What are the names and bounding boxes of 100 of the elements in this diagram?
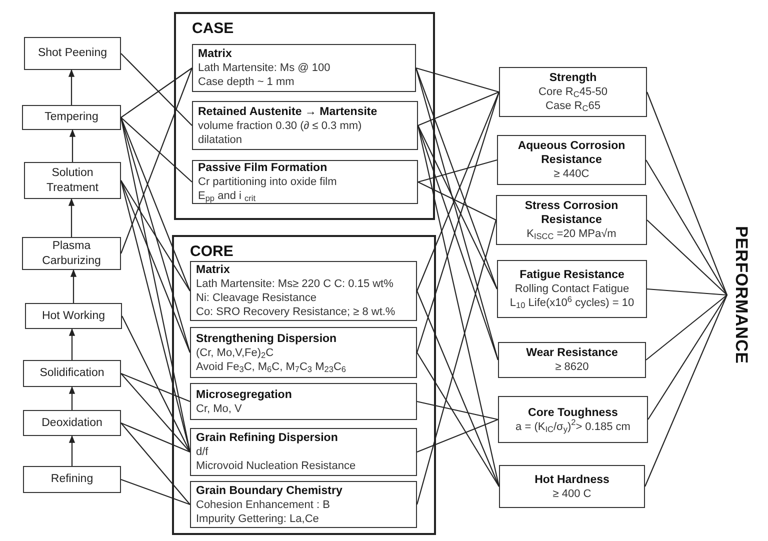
connector-line [418, 92, 500, 126]
connector-line [646, 92, 728, 296]
connector-line [644, 294, 728, 487]
box-text: Tempering [44, 110, 98, 125]
process-box [497, 260, 647, 318]
box-text: Solution Treatment [46, 166, 100, 196]
box-heading: Wear Resistance [526, 346, 618, 360]
process-box [23, 466, 121, 493]
connector-line [120, 422, 190, 505]
connector-line [120, 117, 191, 452]
connector-line [120, 180, 191, 452]
connector-line [646, 288, 728, 296]
box-heading: Stress Corrosion Resistance [524, 199, 620, 227]
box-heading: Aqueous Corrosion Resistance [516, 139, 626, 167]
box-text: a = (K$_{IC}$/σ$_{y}$)$^{2}$> 0.185 cm [516, 420, 630, 434]
connector-line [120, 373, 190, 402]
box-text: Core R$_{C}$45-50 [538, 85, 608, 99]
connector-line [120, 68, 193, 254]
box-heading: Core Toughness [528, 406, 618, 419]
box-text: Hot Working [42, 308, 106, 324]
box-text: Deoxidation [42, 416, 102, 430]
box-text: L$_{10}$ Life(x10$^{6}$ cycles) = 10 [510, 296, 634, 310]
box-text: Refining [50, 472, 94, 487]
box-heading: Matrix [196, 263, 231, 277]
connector-line [418, 125, 498, 290]
process-box [497, 135, 646, 185]
group-frame [172, 235, 436, 535]
connector-line [120, 373, 190, 452]
process-box [22, 105, 121, 130]
box-text: volume fraction 0.30 (∂ ≤ 0.3 mm) [198, 118, 363, 132]
box-text: Case R$_{C}$65 [546, 99, 600, 113]
box-text: Lath Martensite: Ms @ 100 [198, 61, 332, 75]
connector-line [416, 400, 498, 420]
box-text: (Cr, Mo,V,Fe)$_{2}$C [196, 346, 275, 360]
box-text: ≥ 440C [554, 167, 590, 181]
process-box [190, 383, 417, 420]
box-heading: Matrix [198, 47, 233, 61]
connector-line [120, 180, 191, 353]
process-box [192, 44, 416, 92]
group-frame [174, 12, 435, 220]
box-text: dilatation [198, 132, 244, 146]
box-text: Plasma Carburizing [41, 238, 102, 268]
process-box [190, 428, 417, 476]
box-heading: Hot Hardness [534, 472, 610, 486]
process-box [23, 410, 121, 436]
process-box [192, 101, 418, 150]
arrow [69, 129, 76, 162]
process-box [24, 37, 121, 70]
group-heading: CORE [190, 242, 234, 262]
box-text: E$_{pp}$ and i $_{crit}$ [198, 189, 256, 203]
connector-line [416, 290, 500, 487]
arrow [70, 269, 77, 303]
arrow [68, 198, 75, 237]
process-box [499, 67, 647, 117]
box-heading: Retained Austenite → Martensite [198, 104, 378, 118]
connector-line [416, 352, 500, 487]
box-text: Cr partitioning into oxide film [198, 175, 338, 189]
box-text: Lath Martensite: Ms≥ 220 C C: 0.15 wt% [196, 277, 394, 291]
process-box [498, 342, 646, 378]
connector-line [120, 53, 192, 126]
process-box [190, 261, 417, 321]
box-text: d/f [196, 445, 210, 459]
box-heading: Microsegregation [196, 388, 293, 402]
connector-line [417, 125, 500, 487]
box-text: Solidification [40, 366, 104, 381]
process-box [499, 465, 645, 508]
box-text: Cr, Mo, V [196, 402, 243, 416]
connector-line [646, 220, 728, 296]
process-box [25, 303, 122, 329]
box-text: Rolling Contact Fatigue [514, 282, 630, 296]
box-text: Shot Peening [38, 46, 108, 61]
arrow [68, 328, 76, 360]
box-heading: Passive Film Formation [198, 161, 328, 175]
connector-line [646, 160, 728, 296]
process-box [498, 396, 648, 443]
arrow [68, 69, 75, 105]
connector-line [416, 418, 498, 453]
group-heading: CASE [192, 19, 234, 39]
box-heading: Strengthening Dispersion [196, 332, 338, 346]
process-box [496, 195, 647, 245]
arrow [68, 435, 76, 466]
connector-line [648, 294, 728, 420]
process-box [22, 237, 121, 270]
process-box [192, 160, 418, 204]
connector-line [418, 159, 498, 183]
connector-line [646, 294, 728, 360]
connector-line [120, 478, 190, 506]
box-text: Ni: Cleavage Resistance [196, 291, 318, 305]
connector-line [416, 220, 497, 505]
connector-line [418, 182, 496, 220]
box-heading: Grain Boundary Chemistry [196, 484, 344, 498]
connector-line [120, 422, 190, 452]
connector-line [120, 68, 192, 118]
performance-label: PERFORMANCE [730, 226, 752, 364]
box-text: ≥ 8620 [555, 360, 589, 374]
connector-line [417, 125, 499, 360]
connector-line [120, 117, 192, 182]
connector-line [120, 180, 190, 292]
process-box [23, 360, 121, 387]
box-text: Avoid Fe$_{3}$C, M$_{6}$C, M$_{7}$C$_{3}$ M$_{23}$C$_{6}$ [196, 360, 347, 374]
